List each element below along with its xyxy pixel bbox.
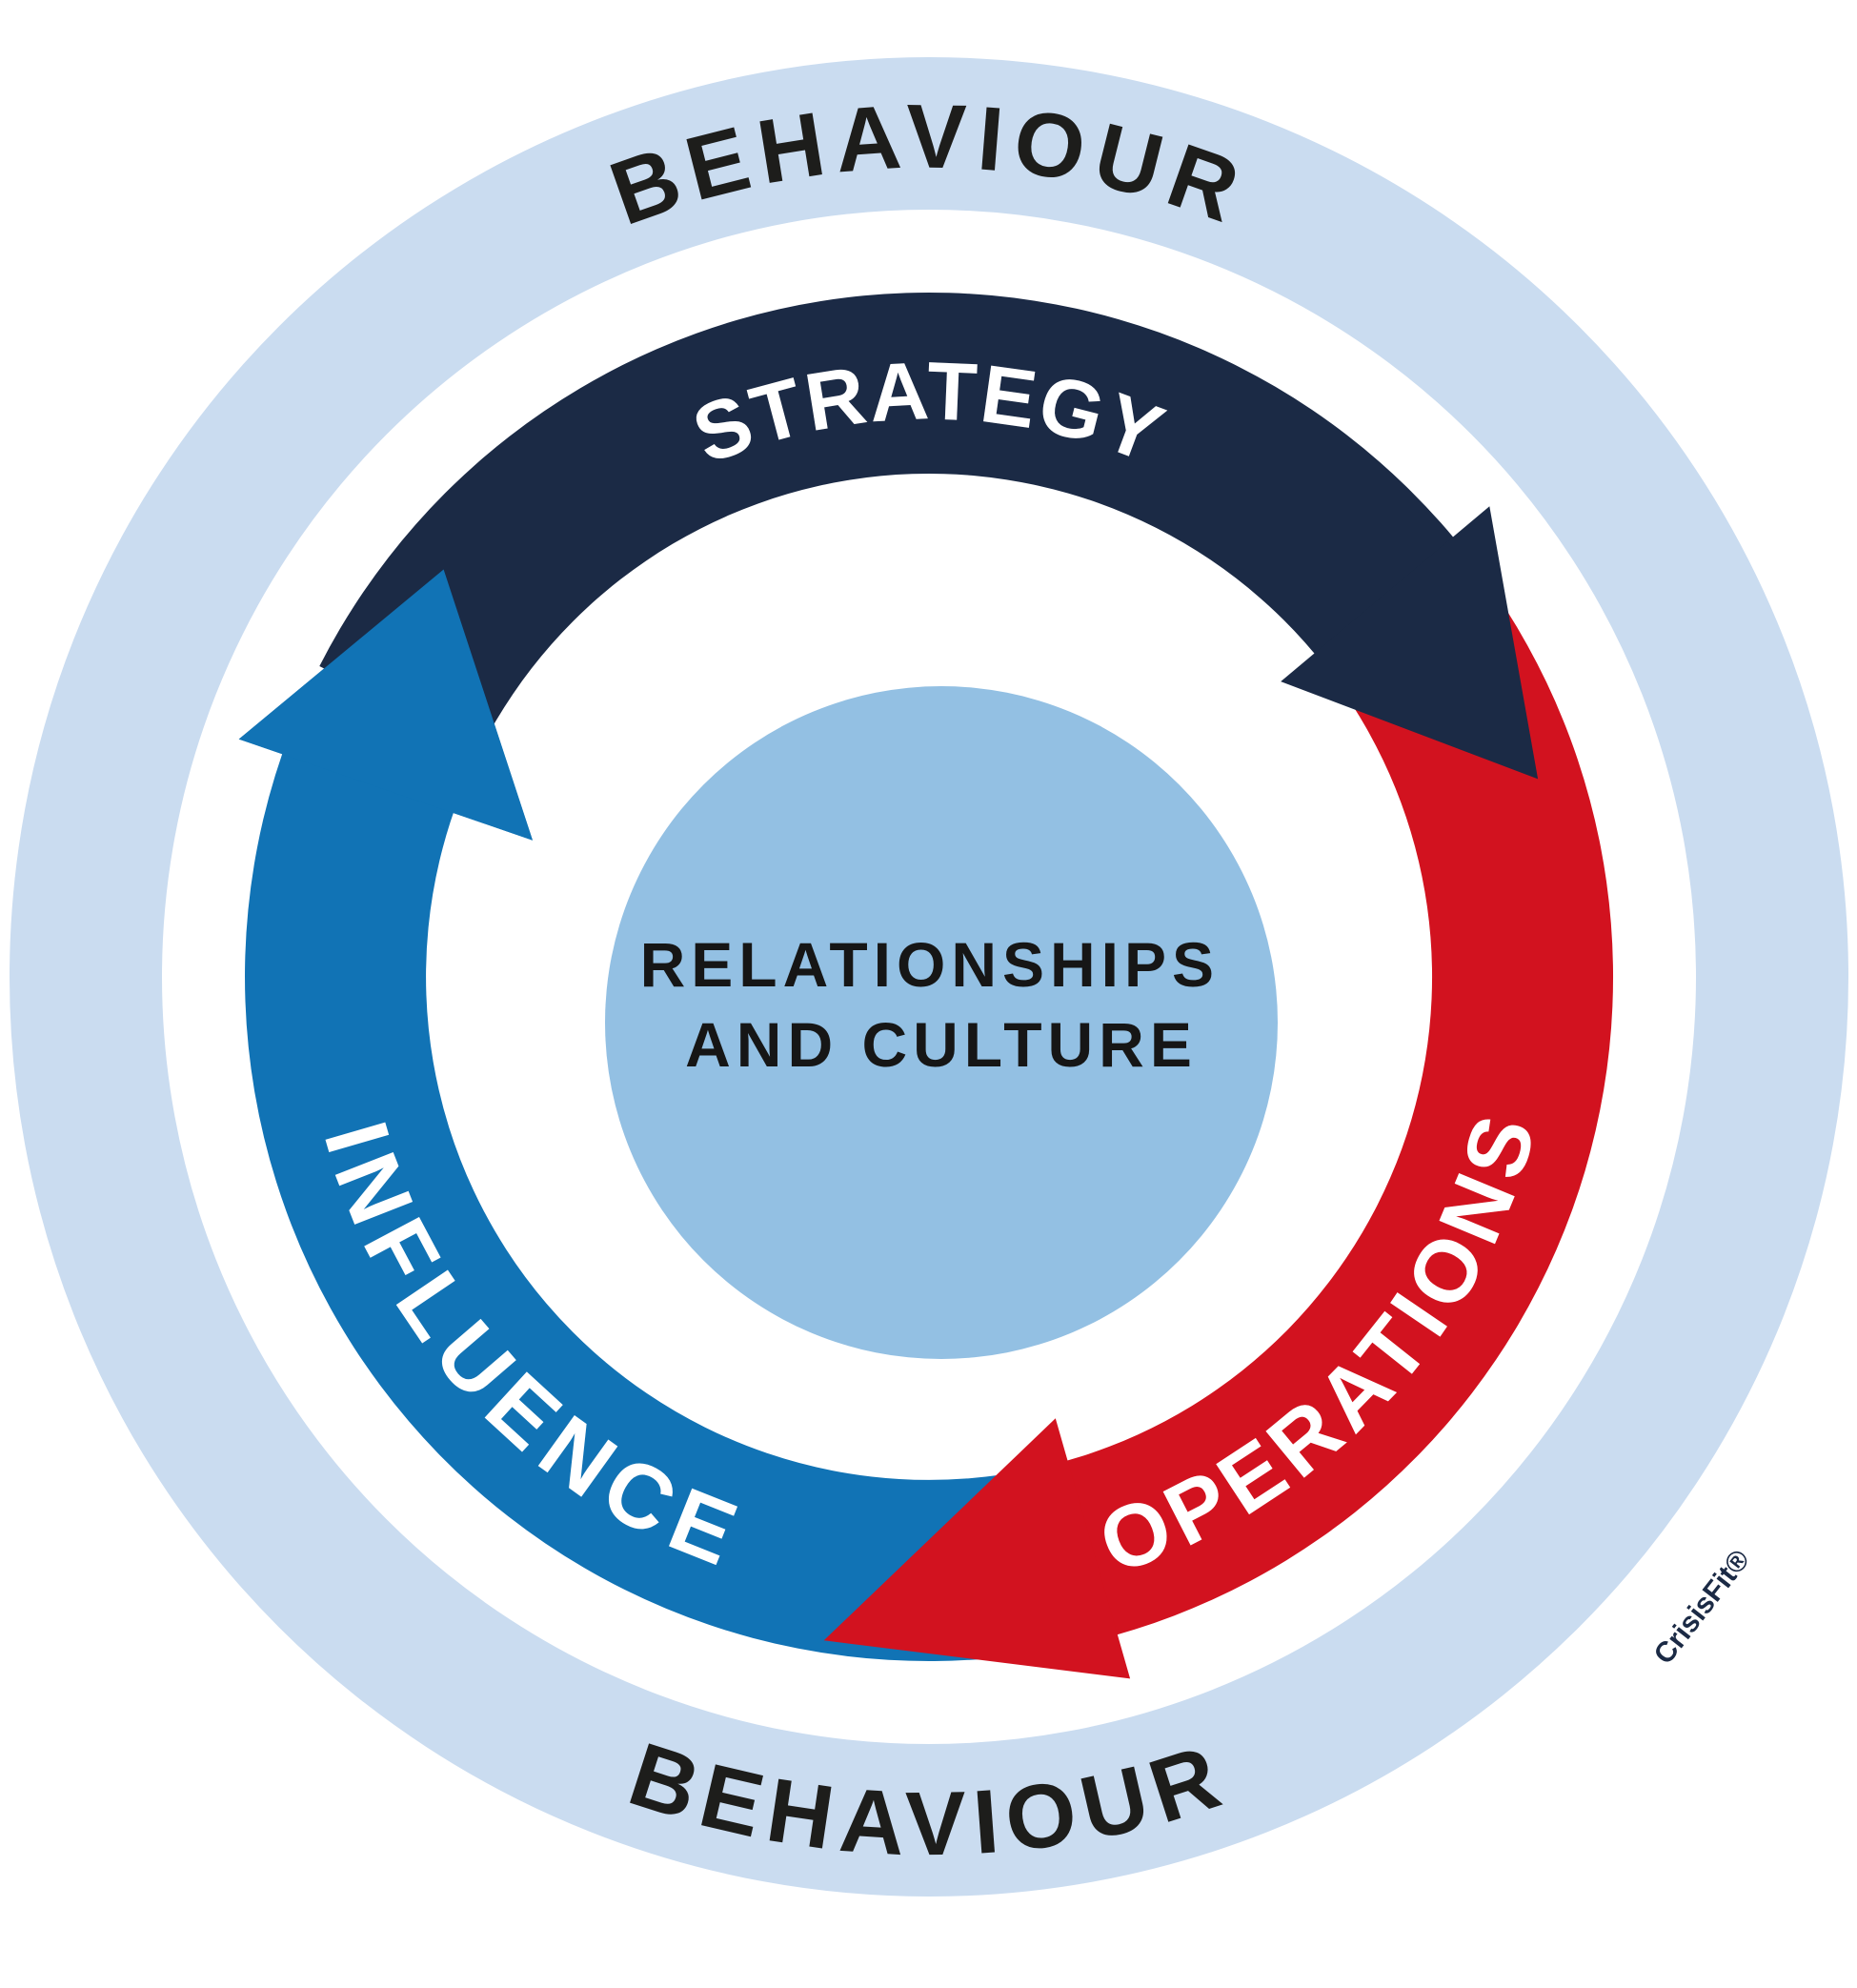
influence-arrowhead-overlay — [238, 569, 533, 841]
operations-arrowhead — [823, 1418, 1131, 1679]
operations-arrow — [823, 575, 1614, 1679]
center-circle — [605, 686, 1278, 1359]
center-label-line1: RELATIONSHIPS — [640, 929, 1220, 1000]
outer-behaviour-ring — [10, 57, 1848, 1897]
influence-arrow-band — [245, 731, 1072, 1661]
strategy-arrow — [319, 292, 1539, 780]
center-label-line2: AND CULTURE — [685, 1009, 1198, 1080]
strategy-arrow-band — [319, 292, 1468, 749]
watermark-label: CrisisFit® — [1648, 1544, 1757, 1670]
operations-arrow-band — [1050, 575, 1614, 1641]
center-label: RELATIONSHIPS AND CULTURE — [640, 929, 1243, 1080]
strategy-arrowhead — [1281, 506, 1539, 780]
